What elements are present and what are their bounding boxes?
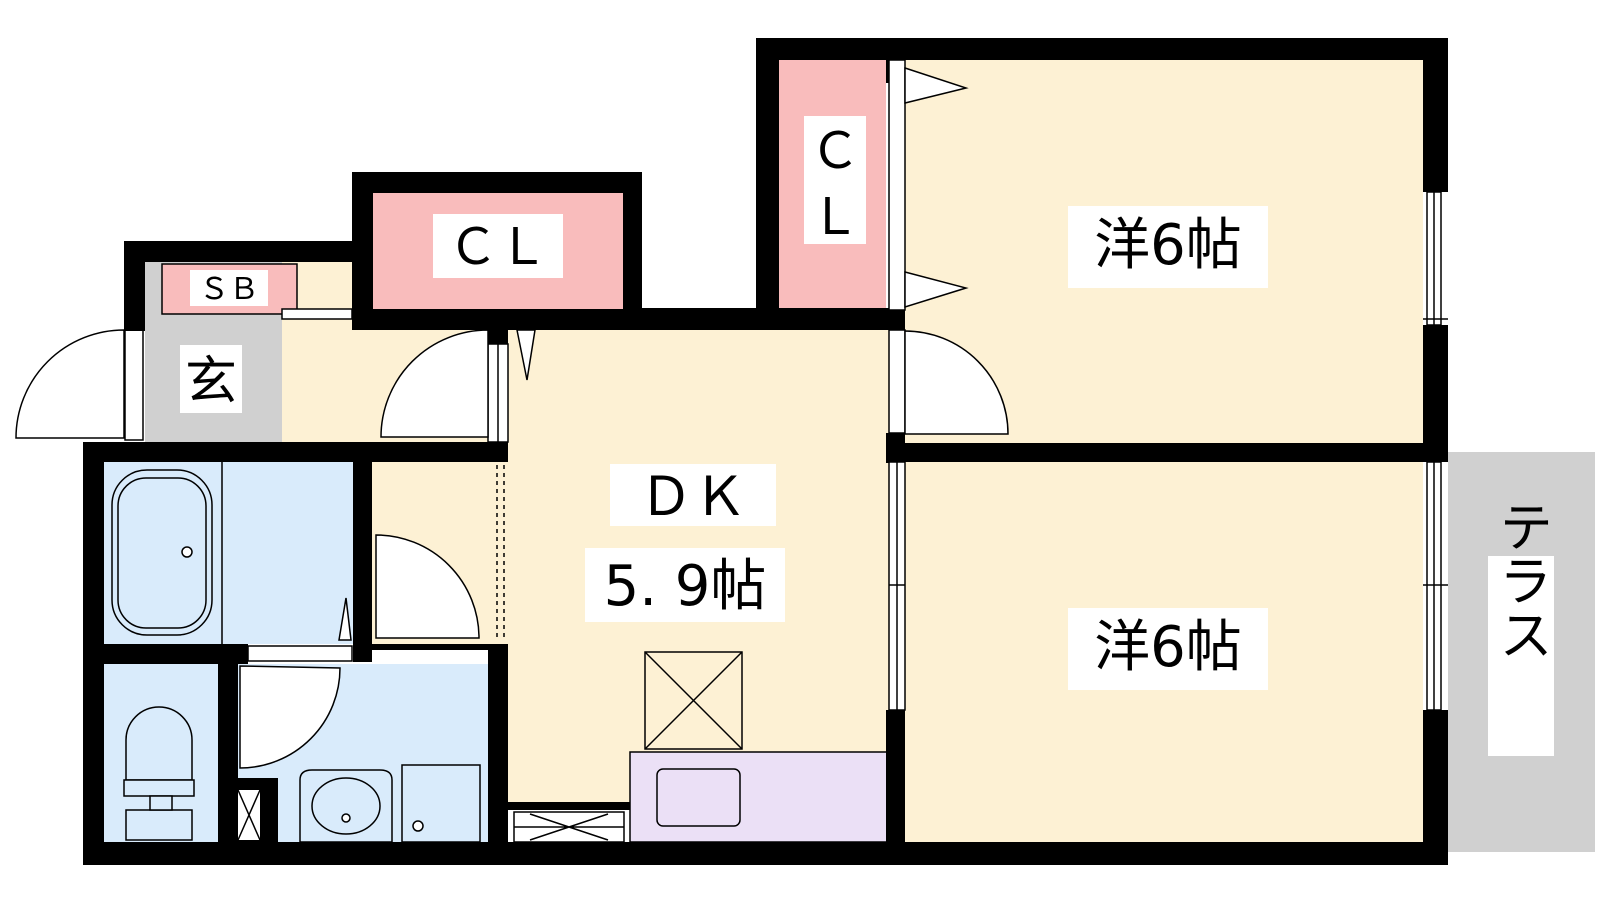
folding-door-bath — [338, 597, 352, 641]
label-terrace: テラス — [1490, 499, 1553, 661]
label-bg-terrace — [1488, 556, 1554, 756]
label-bg-lower — [1068, 608, 1268, 690]
folding-door-top — [904, 66, 969, 309]
label-closet-vertical-c: Ｃ — [810, 122, 860, 180]
label-bg-upper — [1068, 206, 1268, 288]
folding-door-cl — [516, 329, 536, 381]
kitchen-sink — [656, 768, 741, 827]
window-lines — [497, 192, 1448, 841]
label-closet-vertical-l: Ｌ — [810, 188, 860, 246]
toilet-tank — [123, 779, 195, 797]
label-bg-sb — [190, 270, 268, 306]
label-western-upper: 洋6帖 — [1094, 213, 1242, 278]
label-western-lower: 洋6帖 — [1094, 615, 1242, 680]
bathtub-drain — [181, 546, 193, 558]
walls — [83, 38, 1448, 865]
bath-door-frame — [247, 645, 353, 662]
wash-basin-drain — [341, 813, 351, 823]
bathtub — [111, 469, 213, 636]
toilet-base — [125, 809, 193, 841]
washing-machine-space — [401, 764, 481, 843]
washing-machine-drain — [412, 820, 424, 832]
label-bg-dk-size — [585, 548, 785, 622]
toilet — [125, 706, 193, 781]
label-shoe-box: ＳＢ — [199, 272, 259, 307]
bathtub-inner — [117, 477, 207, 629]
label-closet-top: ＣＬ — [448, 218, 548, 276]
label-bg-entrance — [180, 345, 242, 413]
label-bg-cl-top — [433, 214, 563, 278]
doors — [15, 329, 1009, 769]
wash-basin-bowl — [311, 777, 381, 835]
label-bg-dk — [610, 464, 776, 526]
vent-cross — [644, 651, 743, 750]
label-dk: ＤＫ — [639, 465, 747, 528]
label-bg-cl-vert — [804, 116, 866, 244]
entry-door-strip — [124, 329, 144, 441]
pipe-space-cross — [237, 789, 261, 841]
label-entrance: 玄 — [185, 352, 237, 412]
toilet-pipe — [149, 795, 173, 811]
label-dk-size: 5. 9帖 — [604, 554, 767, 619]
